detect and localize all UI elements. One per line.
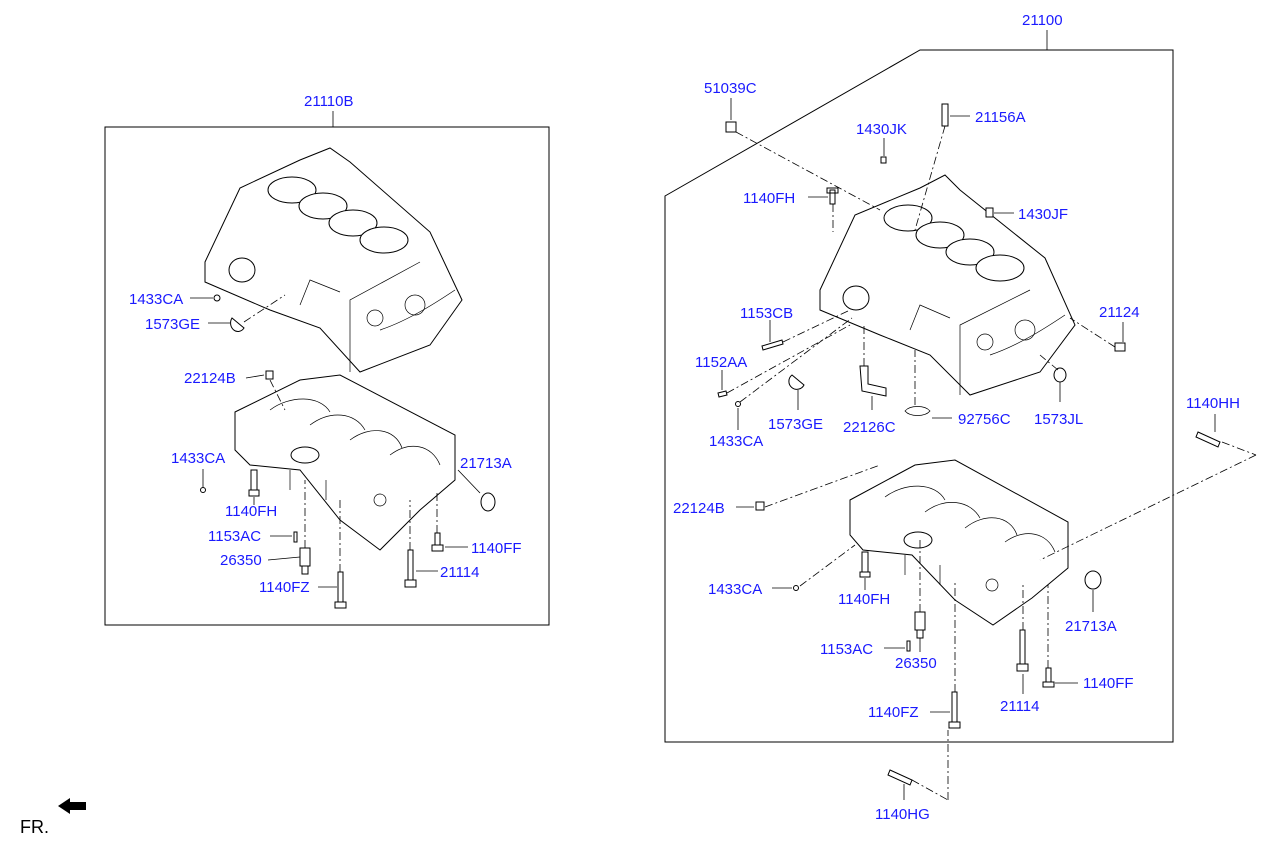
plug-1433CA-right-lower <box>793 585 799 591</box>
label-21156A[interactable]: 21156A <box>975 109 1026 126</box>
label-1140FZ-right[interactable]: 1140FZ <box>868 704 919 721</box>
label-1573GE-left[interactable]: 1573GE <box>145 316 200 333</box>
plug-21713A-right <box>1084 570 1102 590</box>
lower-block-right <box>849 459 1069 626</box>
cap-1573GE-right <box>788 374 805 390</box>
gasket-92756C <box>904 406 931 416</box>
plug-51039C <box>725 121 737 133</box>
label-1153AC-left[interactable]: 1153AC <box>208 528 261 545</box>
label-26350-left[interactable]: 26350 <box>220 552 262 569</box>
label-21110B[interactable]: 21110B <box>304 93 354 110</box>
cap-1573JL <box>1053 367 1067 383</box>
label-1152AA[interactable]: 1152AA <box>695 354 747 371</box>
label-1430JK[interactable]: 1430JK <box>856 121 907 138</box>
sensor-26350-left <box>299 547 311 575</box>
pin-1153AC-left <box>293 531 298 543</box>
pipe-21156A <box>941 103 949 127</box>
plug-1430JF <box>985 207 994 218</box>
label-21713A-left[interactable]: 21713A <box>460 455 512 472</box>
label-22126C[interactable]: 22126C <box>843 419 896 436</box>
label-1140FH-left[interactable]: 1140FH <box>225 503 277 520</box>
label-1433CA-left-lower[interactable]: 1433CA <box>171 450 225 467</box>
bolt-1140FF-right <box>1042 667 1055 688</box>
plug-21713A-left <box>480 492 496 512</box>
assembly-21100-frame <box>664 49 1174 743</box>
bolt-1140HH <box>1195 431 1221 448</box>
cylinder-block-upper-left <box>204 147 463 373</box>
label-1140FZ-left[interactable]: 1140FZ <box>259 579 310 596</box>
cap-1573GE-left <box>230 317 245 332</box>
label-1140FF-right[interactable]: 1140FF <box>1083 675 1134 692</box>
assembly-21110B-group: 21110B <box>104 93 550 626</box>
label-1140HH[interactable]: 1140HH <box>1186 395 1240 412</box>
label-1573JL[interactable]: 1573JL <box>1034 411 1083 428</box>
label-21100[interactable]: 21100 <box>1022 12 1063 29</box>
label-51039C[interactable]: 51039C <box>704 80 757 97</box>
front-direction-indicator: FR. <box>20 798 86 837</box>
bolt-1140FZ-left <box>334 571 347 609</box>
assembly-21110B-frame <box>104 126 550 626</box>
plug-21124 <box>1114 342 1126 352</box>
label-26350-right[interactable]: 26350 <box>895 655 937 672</box>
label-1140FH-right-lower[interactable]: 1140FH <box>838 591 890 608</box>
label-22124B-right[interactable]: 22124B <box>673 500 725 517</box>
bolt-1140FH-lower <box>859 551 871 578</box>
cylinder-block-upper-right <box>819 174 1076 396</box>
label-1153CB[interactable]: 1153CB <box>740 305 793 322</box>
bolt-21114-right <box>1016 629 1029 672</box>
label-1140FF-left[interactable]: 1140FF <box>471 540 522 557</box>
plug-1430JK <box>880 156 887 164</box>
label-1153AC-right[interactable]: 1153AC <box>820 641 873 658</box>
label-1433CA-right-lower[interactable]: 1433CA <box>708 581 762 598</box>
label-1430JF[interactable]: 1430JF <box>1018 206 1068 223</box>
sensor-26350-right <box>914 611 926 639</box>
lower-block-left <box>234 374 456 551</box>
bolt-1140HG <box>887 769 913 786</box>
assembly-21100-group: 21100 <box>664 12 1257 823</box>
label-21713A-right[interactable]: 21713A <box>1065 618 1117 635</box>
front-arrow-icon <box>58 798 86 814</box>
label-1140FH-right-upper[interactable]: 1140FH <box>743 190 795 207</box>
label-1433CA-left-upper[interactable]: 1433CA <box>129 291 183 308</box>
pin-1152AA <box>717 390 728 398</box>
pin-1153AC-right <box>906 640 911 652</box>
label-1140HG[interactable]: 1140HG <box>875 806 930 823</box>
bolt-1140FH-left <box>248 469 260 497</box>
label-22124B-left[interactable]: 22124B <box>184 370 236 387</box>
label-1573GE-right[interactable]: 1573GE <box>768 416 823 433</box>
plug-1433CA-right-upper <box>735 401 741 407</box>
plug-1433CA-left-2 <box>200 487 206 493</box>
label-21124[interactable]: 21124 <box>1099 304 1140 321</box>
label-92756C[interactable]: 92756C <box>958 411 1011 428</box>
dowel-22124B-left <box>265 370 274 380</box>
bolt-1140FZ-right <box>948 691 961 729</box>
bolt-1140FH-upper <box>826 187 839 205</box>
front-label: FR. <box>20 817 49 837</box>
pin-1153CB <box>761 339 784 351</box>
label-1433CA-right-upper[interactable]: 1433CA <box>709 433 763 450</box>
bolt-1140FF-left <box>431 532 444 552</box>
plug-1433CA-left <box>213 294 221 302</box>
tube-22126C <box>859 365 887 397</box>
label-21114-left[interactable]: 21114 <box>440 564 480 581</box>
dowel-22124B-right <box>755 501 765 511</box>
label-21114-right[interactable]: 21114 <box>1000 698 1040 715</box>
bolt-21114-left <box>404 549 417 588</box>
